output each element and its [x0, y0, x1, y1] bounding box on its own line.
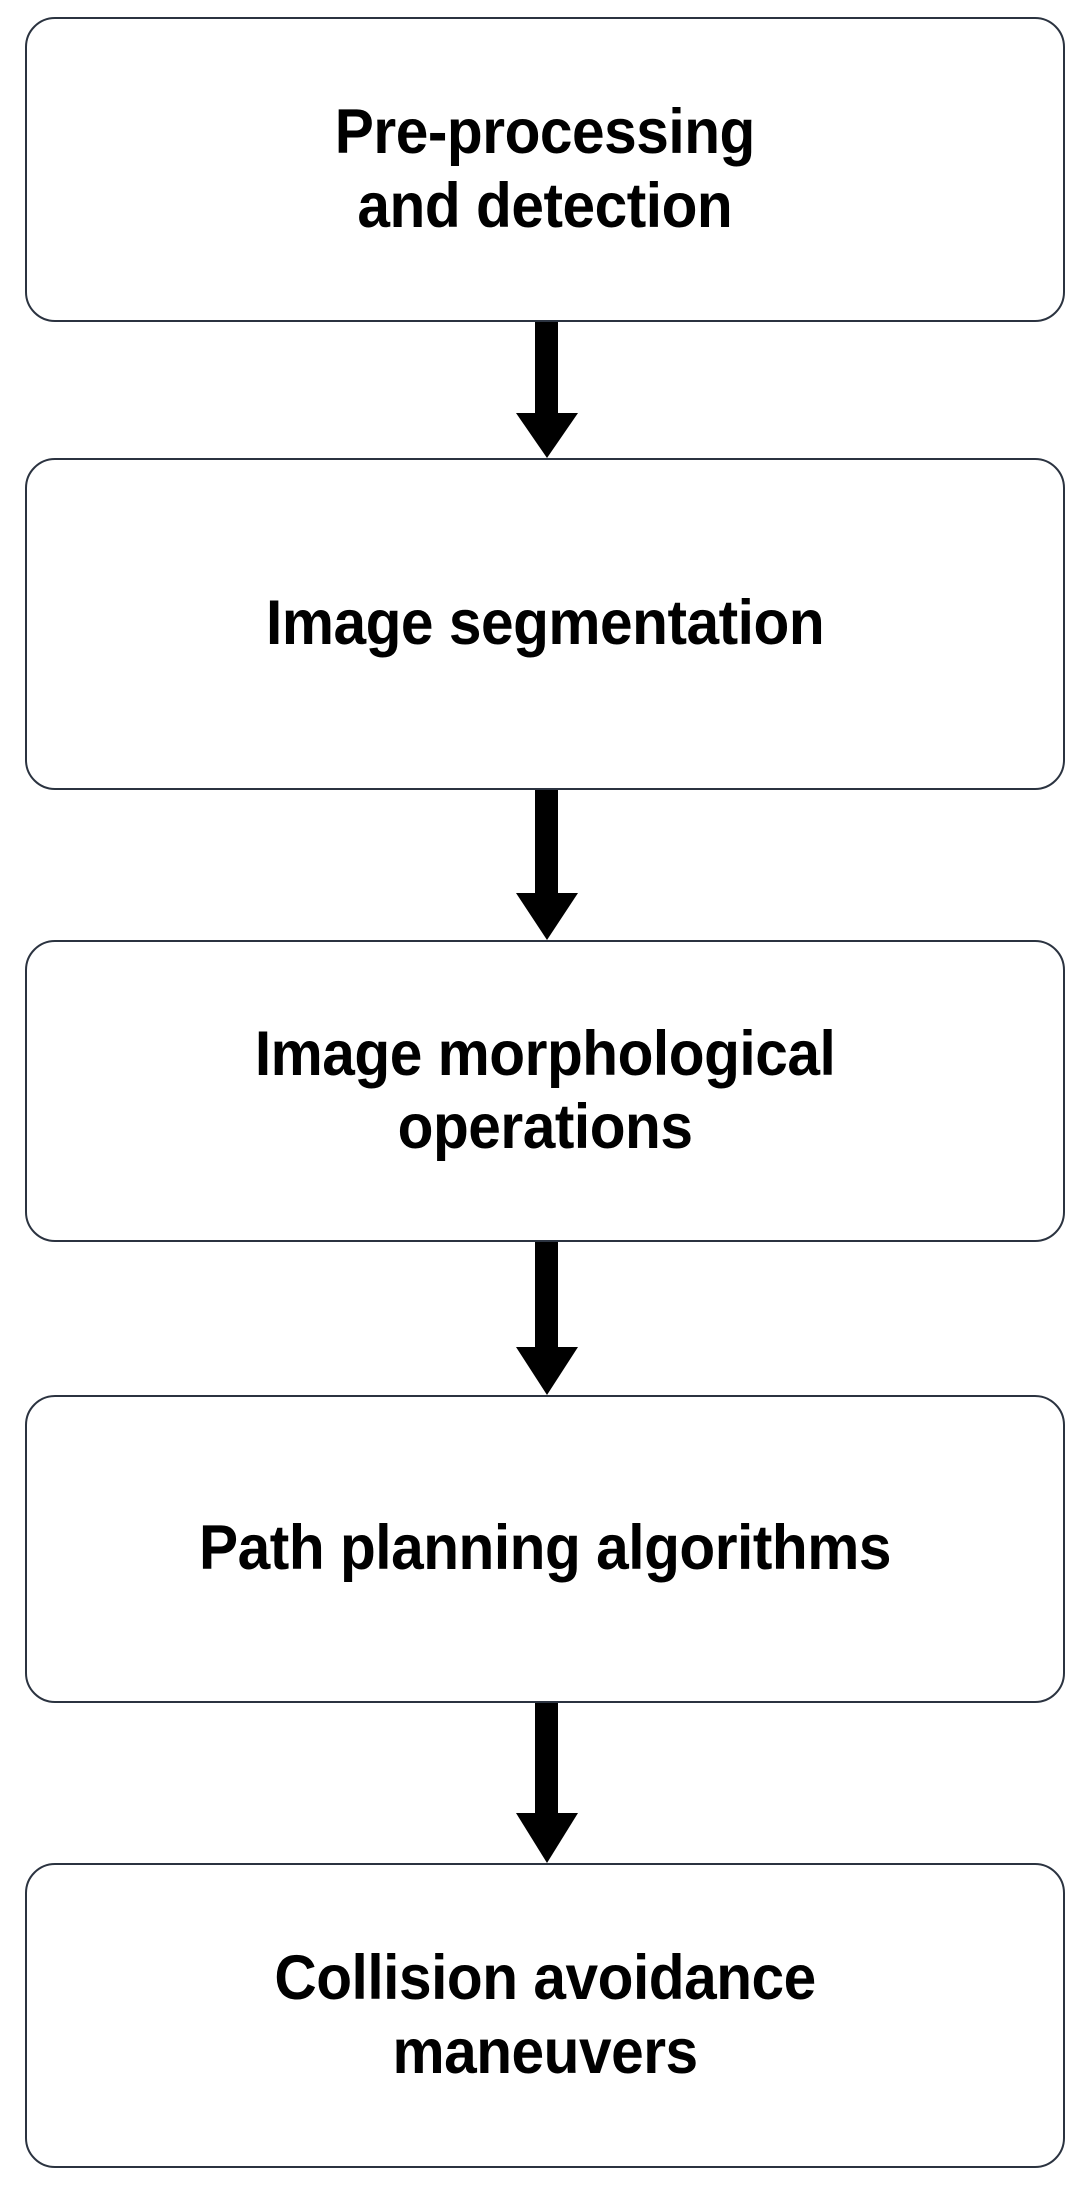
flowchart-node-label: Image morphological operations: [254, 1018, 836, 1162]
flowchart-node-image-segmentation: Image segmentation: [25, 458, 1065, 790]
flowchart-arrow-1: [0, 322, 1088, 458]
flowchart-arrow-2: [0, 790, 1088, 940]
flowchart-node-label: Pre-processing and detection: [334, 97, 756, 241]
flowchart-node-image-morphological-operations: Image morphological operations: [25, 940, 1065, 1242]
flowchart-node-label: Path planning algorithms: [199, 1513, 891, 1584]
flowchart-node-label: Collision avoidance maneuvers: [274, 1943, 816, 2087]
flowchart-arrow-3: [0, 1242, 1088, 1395]
flowchart-node-collision-avoidance-maneuvers: Collision avoidance maneuvers: [25, 1863, 1065, 2168]
flowchart-node-path-planning-algorithms: Path planning algorithms: [25, 1395, 1065, 1703]
flowchart-arrow-4: [0, 1703, 1088, 1863]
flowchart-node-label: Image segmentation: [265, 588, 825, 659]
flowchart-node-pre-processing-and-detection: Pre-processing and detection: [25, 17, 1065, 322]
